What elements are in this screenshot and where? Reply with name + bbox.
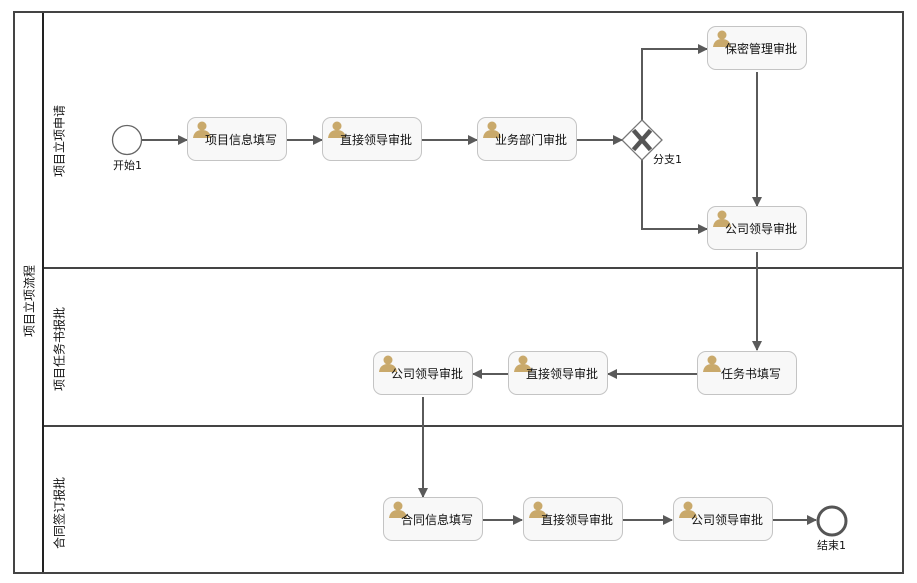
lane-header: 合同签订报批 — [44, 427, 74, 572]
task-label: 业务部门审批 — [494, 133, 567, 147]
user-icon — [193, 121, 211, 138]
lane-task-book-approval[interactable]: 项目任务书报批 — [44, 269, 902, 427]
task-contract-info-fill[interactable]: 合同信息填写 — [383, 497, 483, 541]
pool-project-initiation: 项目立项流程 项目立项申请 项目任务书报批 合同签订报批 — [13, 11, 904, 574]
task-company-leader-approval[interactable]: 公司领导审批 — [673, 497, 773, 541]
user-icon — [379, 355, 397, 372]
task-label: 任务书填写 — [720, 367, 781, 381]
start-event-label: 开始1 — [113, 159, 142, 172]
task-label: 公司领导审批 — [690, 513, 763, 527]
task-label: 公司领导审批 — [390, 367, 463, 381]
user-icon — [713, 210, 731, 227]
user-icon — [703, 355, 721, 372]
task-label: 公司领导审批 — [724, 222, 797, 236]
task-task-book-fill[interactable]: 任务书填写 — [697, 351, 797, 395]
user-icon — [713, 30, 731, 47]
task-project-info-fill[interactable]: 项目信息填写 — [187, 117, 287, 161]
task-direct-leader-approval[interactable]: 直接领导审批 — [523, 497, 623, 541]
lane-label: 项目立项申请 — [52, 104, 67, 178]
user-icon — [328, 121, 346, 138]
task-label: 合同信息填写 — [400, 513, 473, 527]
task-company-leader-approval[interactable]: 公司领导审批 — [373, 351, 473, 395]
lane-label: 合同签订报批 — [52, 476, 67, 550]
lane-header: 项目任务书报批 — [44, 269, 74, 425]
gateway-label: 分支1 — [653, 153, 682, 166]
task-company-leader-approval[interactable]: 公司领导审批 — [707, 206, 807, 250]
task-security-management-approval[interactable]: 保密管理审批 — [707, 26, 807, 70]
lane-project-application[interactable]: 项目立项申请 — [44, 13, 902, 269]
end-event[interactable] — [815, 504, 849, 538]
pool-header: 项目立项流程 — [15, 13, 44, 572]
end-event-label: 结束1 — [817, 539, 846, 552]
lane-label: 项目任务书报批 — [52, 306, 67, 392]
start-event[interactable] — [111, 124, 144, 157]
lane-header: 项目立项申请 — [44, 13, 74, 267]
task-direct-leader-approval[interactable]: 直接领导审批 — [322, 117, 422, 161]
task-label: 直接领导审批 — [525, 367, 598, 381]
task-label: 保密管理审批 — [724, 42, 797, 56]
task-label: 项目信息填写 — [204, 133, 277, 147]
user-icon — [514, 355, 532, 372]
pool-label: 项目立项流程 — [22, 264, 37, 338]
task-label: 直接领导审批 — [540, 513, 613, 527]
user-icon — [389, 501, 407, 518]
user-icon — [679, 501, 697, 518]
task-label: 直接领导审批 — [339, 133, 412, 147]
task-direct-leader-approval[interactable]: 直接领导审批 — [508, 351, 608, 395]
user-icon — [483, 121, 501, 138]
exclusive-gateway[interactable] — [621, 119, 663, 161]
gateway-x-icon — [631, 128, 653, 152]
task-business-dept-approval[interactable]: 业务部门审批 — [477, 117, 577, 161]
user-icon — [529, 501, 547, 518]
